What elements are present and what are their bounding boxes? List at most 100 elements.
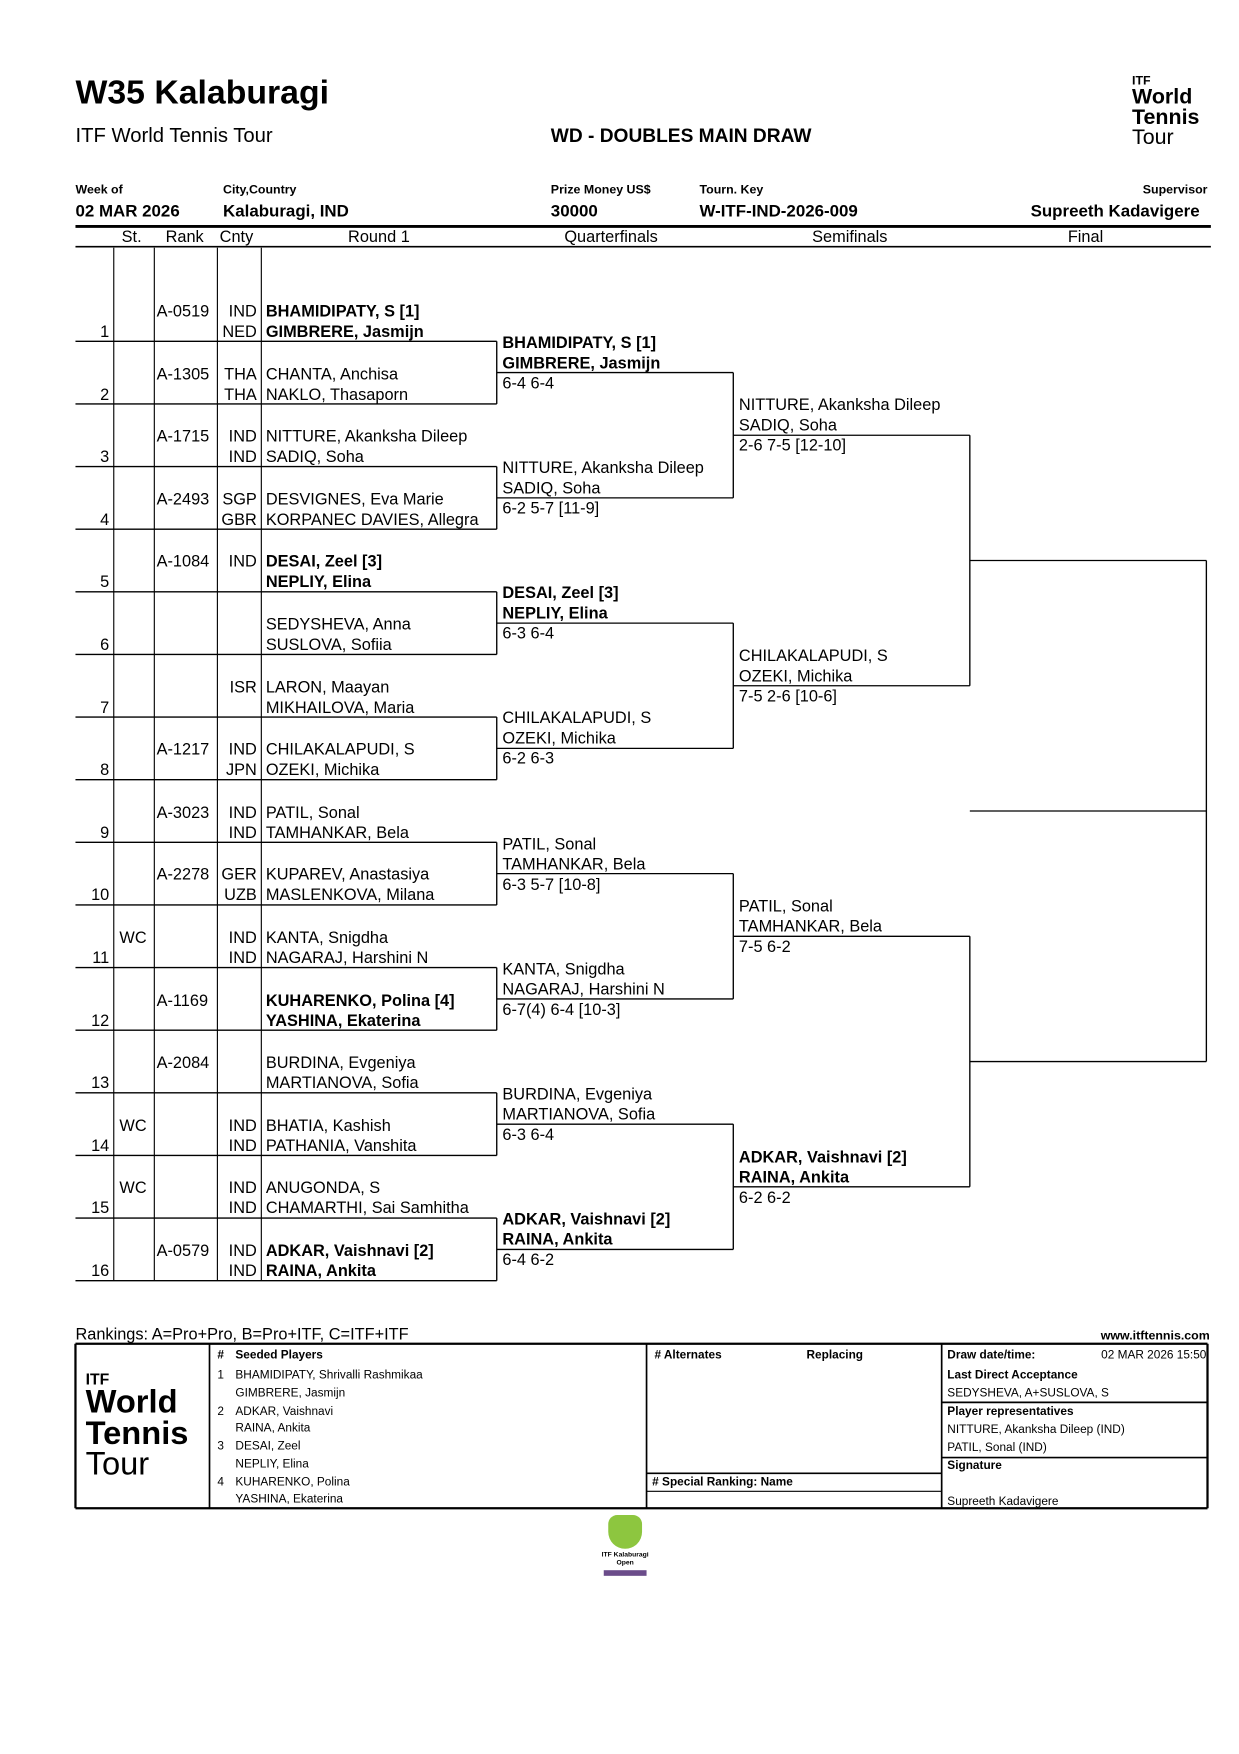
player-name: KUHARENKO, Polina [4]	[265, 991, 455, 1010]
player-name: ANUGONDA, S	[265, 1179, 381, 1198]
rep-2: PATIL, Sonal (IND)	[947, 1440, 1047, 1455]
draw-date-label: Draw date/time:	[947, 1348, 1036, 1362]
player-name: BHAMIDIPATY, S [1]	[265, 303, 420, 322]
player-name: KANTA, Snigdha	[265, 929, 389, 948]
seeded-hash: #	[217, 1348, 224, 1362]
player-name: SUSLOVA, Sofiia	[265, 636, 392, 655]
sf-player: ADKAR, Vaishnavi [2]	[738, 1148, 907, 1167]
qf-score: 6-4 6-4	[502, 374, 555, 393]
country: IND	[228, 553, 257, 572]
slot-number: 15	[91, 1200, 110, 1219]
rank: A-3023	[156, 804, 210, 823]
city-value: Kalaburagi, IND	[223, 201, 349, 221]
alternates-header: # Alternates	[654, 1348, 722, 1362]
slot-number: 4	[100, 511, 110, 530]
country: IND	[228, 1117, 257, 1136]
seeded-header: Seeded Players	[235, 1348, 323, 1362]
rank: A-1715	[156, 428, 210, 447]
col-st: St.	[121, 228, 142, 247]
col-cnty: Cnty	[219, 228, 254, 247]
qf-score: 6-2 5-7 [11-9]	[502, 500, 600, 519]
col-round1: Round 1	[348, 228, 410, 247]
sf-score: 7-5 6-2	[738, 938, 791, 957]
slot-number: 12	[91, 1012, 110, 1031]
player-name: PATHANIA, Vanshita	[265, 1137, 417, 1156]
qf-player: NAGARAJ, Harshini N	[502, 980, 665, 999]
country: GBR	[221, 511, 257, 530]
country: GER	[221, 866, 257, 885]
rank: A-0519	[156, 303, 210, 322]
country: IND	[228, 949, 257, 968]
qf-player: PATIL, Sonal	[502, 835, 597, 854]
footer-logo-tour: Tour	[85, 1446, 150, 1483]
qf-score: 6-2 6-3	[502, 750, 555, 769]
player-name: ADKAR, Vaishnavi [2]	[265, 1242, 434, 1261]
slot-number: 2	[100, 385, 110, 404]
sf-player: OZEKI, Michika	[738, 667, 853, 686]
slot-number: 16	[91, 1262, 110, 1281]
seed-player: YASHINA, Ekaterina	[235, 1492, 344, 1506]
prize-value: 30000	[550, 201, 598, 221]
seed-number: 1	[217, 1368, 224, 1383]
seed-number: 4	[217, 1475, 224, 1489]
qf-player: ADKAR, Vaishnavi [2]	[502, 1211, 671, 1230]
week-label: Week of	[75, 183, 123, 198]
logo-world: World	[1132, 85, 1193, 110]
player-name: SEDYSHEVA, Anna	[265, 616, 411, 635]
tour-subtitle: ITF World Tennis Tour	[75, 123, 273, 147]
qf-player: GIMBRERE, Jasmijn	[502, 354, 661, 373]
seed-player: DESAI, Zeel	[235, 1439, 301, 1454]
sf-score: 6-2 6-2	[738, 1189, 791, 1208]
country: JPN	[225, 761, 257, 780]
col-final: Final	[1067, 228, 1104, 247]
sf-score: 7-5 2-6 [10-6]	[738, 688, 837, 707]
signature-label: Signature	[947, 1458, 1002, 1473]
qf-player: SADIQ, Soha	[502, 479, 601, 498]
rank: A-1169	[156, 991, 209, 1010]
footer-itf-logo: ITF World Tennis Tour	[86, 1370, 189, 1481]
qf-player: TAMHANKAR, Bela	[502, 855, 646, 874]
country: SGP	[222, 490, 257, 509]
footer-logo-tennis: Tennis	[85, 1415, 189, 1452]
country: IND	[228, 428, 257, 447]
country: IND	[228, 1262, 257, 1281]
slot-number: 14	[91, 1137, 110, 1156]
slot-number: 8	[100, 761, 110, 780]
sf-player: SADIQ, Soha	[738, 417, 837, 436]
player-name: BURDINA, Evgeniya	[265, 1054, 416, 1073]
sf-player: NITTURE, Akanksha Dileep	[738, 396, 941, 415]
seed-number: 2	[217, 1404, 224, 1418]
country: IND	[228, 1200, 257, 1219]
qf-score: 6-3 6-4	[502, 1126, 555, 1145]
qf-player: CHILAKALAPUDI, S	[502, 710, 652, 729]
slot-number: 3	[100, 448, 110, 467]
sponsor-logo-text: ITF Kalaburagi Open	[601, 1552, 649, 1567]
lda-label: Last Direct Acceptance	[947, 1368, 1078, 1383]
player-name: YASHINA, Ekaterina	[265, 1012, 421, 1031]
special-ranking-header: # Special Ranking: Name	[652, 1475, 793, 1490]
slot-number: 6	[100, 636, 110, 655]
seed-player: NEPLIY, Elina	[235, 1456, 309, 1471]
sf-player: CHILAKALAPUDI, S	[738, 647, 888, 666]
tournament-title: W35 Kalaburagi	[75, 74, 329, 112]
sf-player: RAINA, Ankita	[738, 1168, 850, 1187]
seed-player: RAINA, Ankita	[235, 1421, 311, 1436]
draw-date-value: 02 MAR 2026 15:50	[1101, 1348, 1207, 1362]
website: www.itftennis.com	[1100, 1329, 1210, 1343]
seed-number: 3	[217, 1439, 224, 1454]
rankings-note: Rankings: A=Pro+Pro, B=Pro+ITF, C=ITF+IT…	[75, 1325, 409, 1344]
reps-label: Player representatives	[947, 1404, 1074, 1419]
player-name: LARON, Maayan	[265, 678, 390, 697]
player-name: KORPANEC DAVIES, Allegra	[265, 511, 479, 530]
country: THA	[224, 365, 257, 384]
qf-score: 6-4 6-2	[502, 1251, 555, 1270]
country: IND	[228, 448, 257, 467]
city-label: City,Country	[223, 183, 297, 198]
col-rank: Rank	[165, 228, 204, 247]
replacing-header: Replacing	[806, 1348, 864, 1362]
player-name: KUPAREV, Anastasiya	[265, 866, 430, 885]
player-name: RAINA, Ankita	[265, 1262, 376, 1281]
sponsor-bar	[603, 1570, 647, 1576]
sf-score: 2-6 7-5 [12-10]	[738, 437, 847, 456]
status: WC	[119, 1179, 147, 1198]
